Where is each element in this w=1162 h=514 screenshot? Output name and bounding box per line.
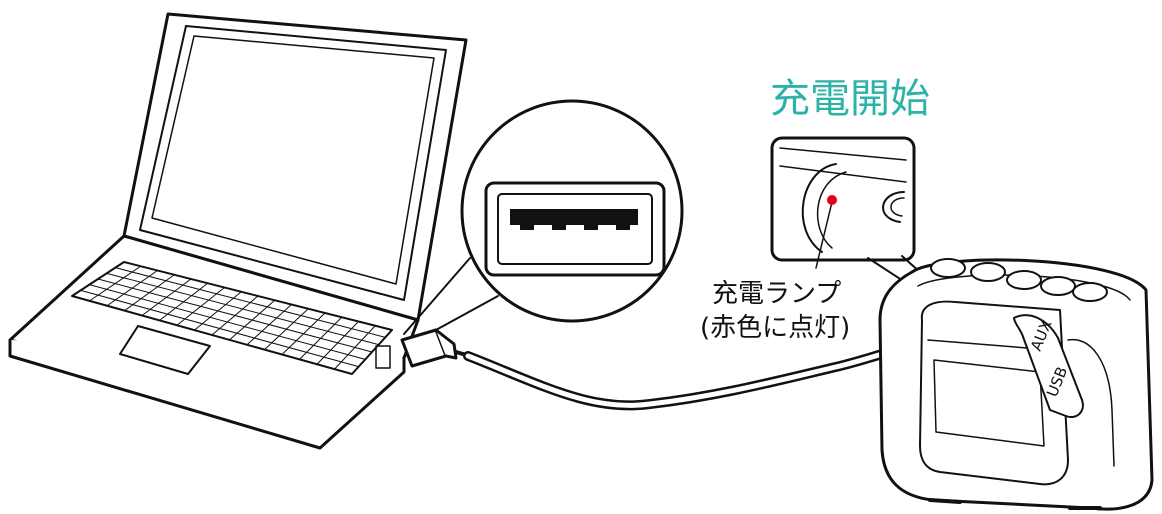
keyboard-column-line	[281, 312, 326, 355]
usb-port-icon	[460, 99, 684, 323]
keyboard-column-line	[124, 274, 175, 312]
lamp-sub-label: (赤色に点灯)	[700, 313, 850, 343]
keyboard-column-line	[334, 325, 376, 370]
keyboard-column-line	[194, 291, 242, 331]
heading: 充電開始	[770, 76, 930, 122]
lamp-label: 充電ランプ	[712, 279, 841, 309]
laptop-icon	[8, 12, 468, 450]
keyboard-column-line	[299, 316, 343, 360]
keyboard-column-line	[264, 308, 309, 351]
keyboard-column-line	[211, 295, 259, 336]
keyboard-column-line	[316, 321, 359, 365]
speaker-icon	[878, 258, 1154, 511]
keyboard-column-line	[141, 278, 192, 316]
keyboard-column-line	[229, 299, 276, 341]
lamp-dot	[827, 195, 837, 205]
keyboard-column-line	[246, 304, 292, 346]
keyboard-column-line	[106, 270, 158, 307]
keyboard-column-line	[176, 287, 225, 326]
keyboard-column-line	[89, 265, 142, 302]
keyboard-column-line	[159, 282, 209, 321]
charge-lamp-icon	[770, 136, 961, 319]
